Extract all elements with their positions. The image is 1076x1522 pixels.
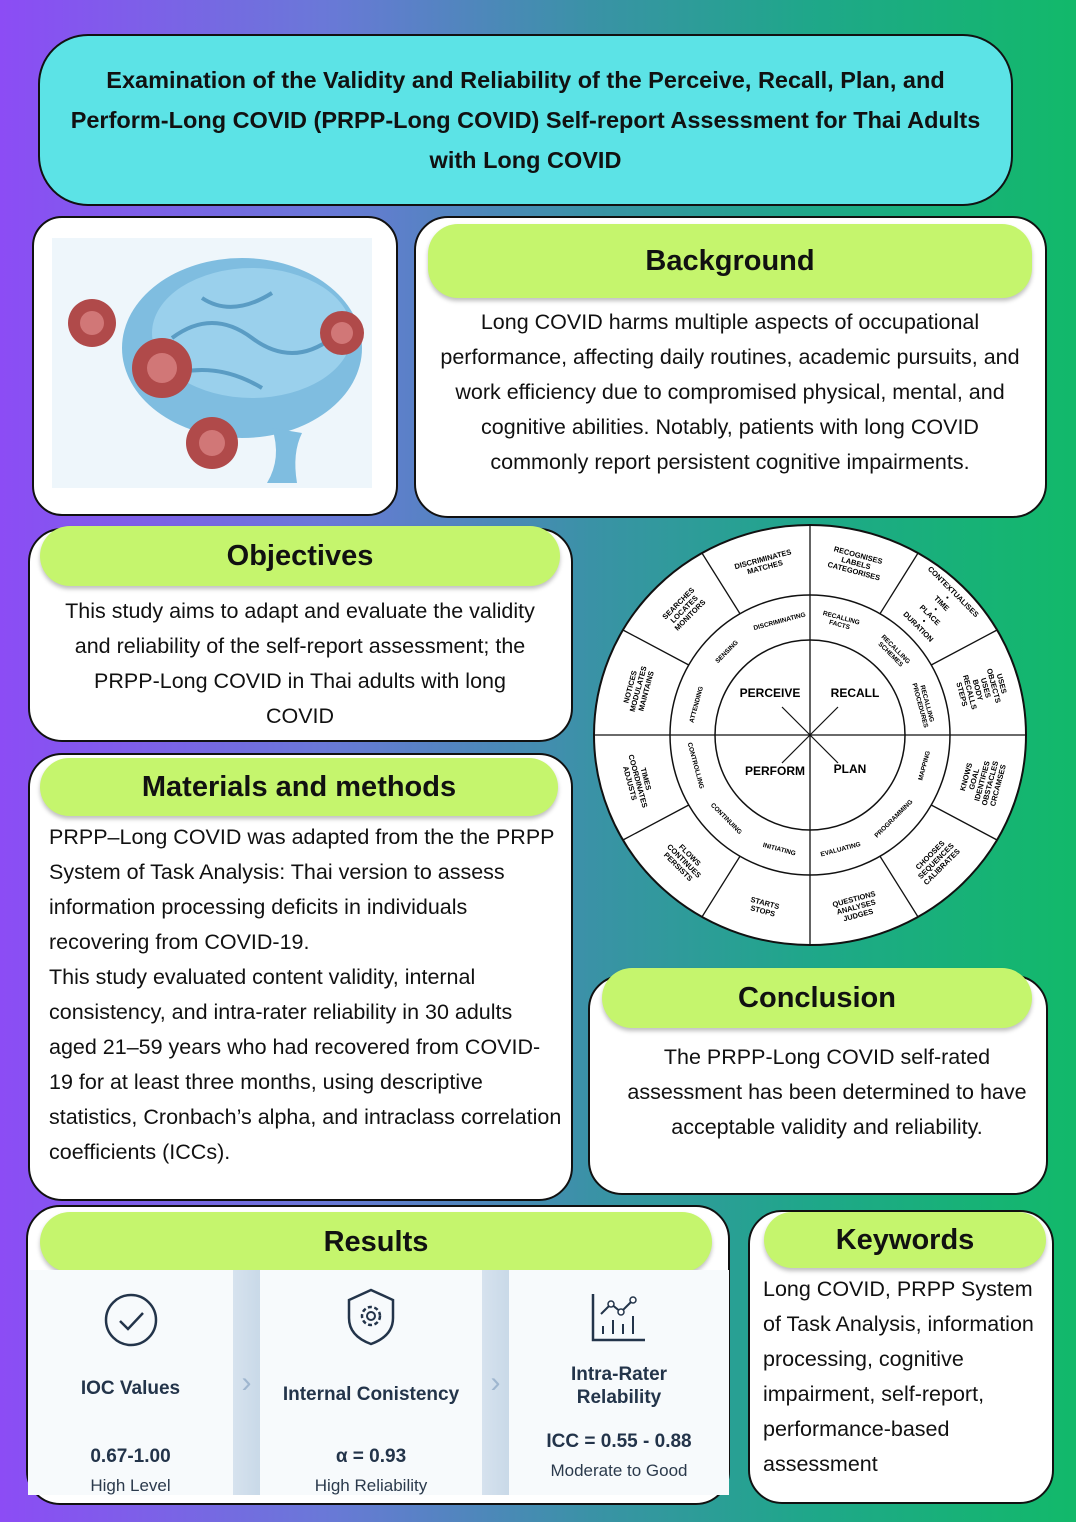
results-heading: Results [40, 1212, 712, 1272]
wheel-arrow [809, 706, 839, 736]
objectives-text: This study aims to adapt and evaluate th… [65, 599, 535, 728]
methods-text: PRPP–Long COVID was adapted from the the… [49, 820, 564, 1170]
wheel-center-label: PERFORM [745, 764, 805, 778]
result-subtitle: Moderate to Good [550, 1461, 688, 1480]
chevron-right-icon: › [233, 1270, 260, 1495]
wheel-spoke [701, 855, 741, 918]
wheel-spoke [622, 804, 690, 841]
wheel-outer-label: USESOBJECTSUSESBODYRECALLSSTEPS [953, 665, 1011, 712]
conclusion-heading: Conclusion [602, 968, 1032, 1028]
result-title: Intra-Rater Relability [570, 1364, 668, 1408]
result-value: 0.67-1.00 [90, 1446, 171, 1467]
brain-virus-illustration [52, 238, 372, 488]
wheel-spoke [879, 855, 919, 918]
result-title: Internal Conistency [282, 1384, 460, 1405]
wheel-center-label: RECALL [831, 686, 880, 700]
background-text: Long COVID harms multiple aspects of occ… [440, 310, 1020, 474]
result-value: ICC = 0.55 - 0.88 [546, 1431, 692, 1452]
methods-section [28, 753, 573, 1201]
wheel-center-label: PLAN [834, 762, 867, 776]
result-title: IOC Values [80, 1378, 181, 1399]
shield-gear-icon [347, 1288, 395, 1346]
result-value: α = 0.93 [335, 1446, 407, 1467]
result-subtitle: High Level [90, 1476, 171, 1495]
wheel-spoke [879, 552, 919, 615]
result-card-ioc: IOC Values 0.67-1.00 High Level [28, 1270, 233, 1495]
result-card-internal-consistency: Internal Conistency α = 0.93 High Reliab… [260, 1270, 482, 1495]
methods-heading: Materials and methods [40, 758, 558, 816]
wheel-center-label: PERCEIVE [740, 686, 801, 700]
conclusion-text: The PRPP-Long COVID self-rated assessmen… [627, 1045, 1027, 1139]
objectives-heading: Objectives [40, 526, 560, 586]
wheel-arrow [809, 734, 839, 764]
wheel-spoke [930, 629, 998, 666]
result-card-intra-rater: Intra-Rater Relability ICC = 0.55 - 0.88… [509, 1270, 729, 1495]
wheel-spoke [930, 804, 998, 841]
check-circle-icon [104, 1293, 157, 1347]
background-heading: Background [428, 224, 1032, 298]
wheel-arrow [781, 734, 811, 764]
image-panel [32, 216, 398, 516]
wheel-spoke [701, 552, 741, 615]
wheel-spoke [622, 629, 690, 666]
poster-title: Examination of the Validity and Reliabil… [38, 34, 1013, 206]
chart-icon [591, 1294, 645, 1342]
methods-paragraph-1: PRPP–Long COVID was adapted from the the… [49, 825, 555, 954]
chevron-right-icon: › [482, 1270, 509, 1495]
wheel-arrow [781, 706, 811, 736]
keywords-heading: Keywords [764, 1212, 1046, 1268]
keywords-text: Long COVID, PRPP System of Task Analysis… [763, 1277, 1034, 1476]
methods-paragraph-2: This study evaluated content validity, i… [49, 965, 562, 1164]
result-subtitle: High Reliability [314, 1476, 428, 1495]
wheel-outer-label: NOTICESMODULATESMAINTAINS [620, 663, 657, 715]
